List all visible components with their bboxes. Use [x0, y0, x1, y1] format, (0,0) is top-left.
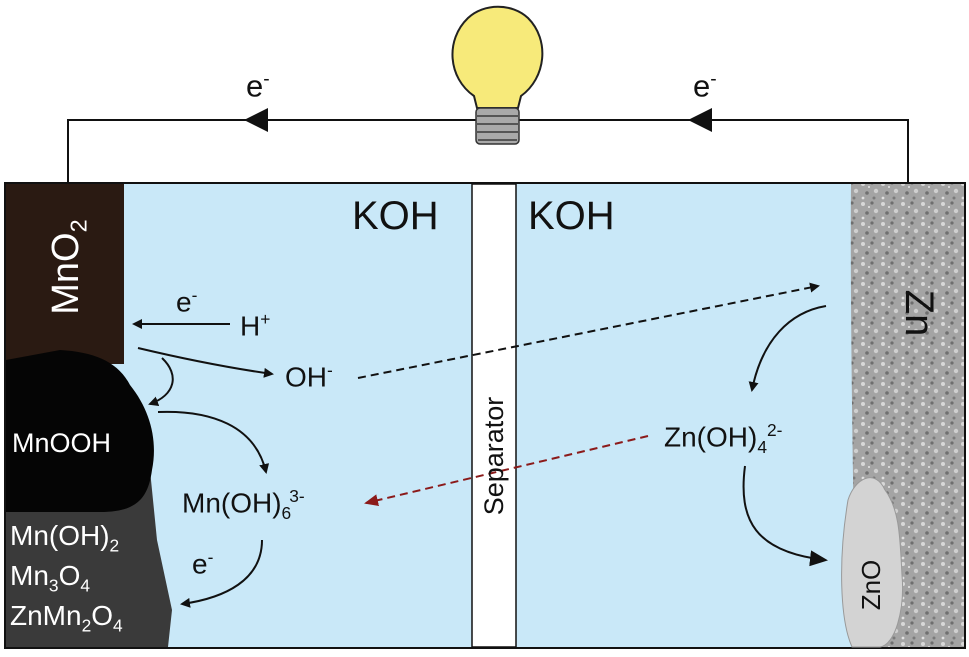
electron-label-left: e-	[246, 68, 270, 104]
arrow-oh-to-zn-dashed	[357, 282, 820, 379]
mnooh-region	[6, 350, 154, 512]
electron-label-reduction: e-	[192, 547, 214, 580]
anode-label: Zn	[897, 289, 941, 337]
arrow-zn-to-znoh4	[748, 305, 827, 392]
product-znmn2o4: ZnMn2O4	[10, 600, 123, 636]
proton-label: H+	[240, 309, 271, 342]
products-region	[6, 470, 172, 647]
mnoh6-label: Mn(OH)63-	[182, 486, 305, 523]
cathode-label: MnO2	[45, 219, 92, 315]
electrolyte-left-label: KOH	[352, 194, 439, 238]
znoh4-label: Zn(OH)42-	[664, 420, 783, 457]
separator-bar	[471, 183, 517, 648]
arrow-to-oh	[137, 347, 274, 378]
arrow-mnoh6-to-products	[180, 539, 263, 608]
arrow-to-mnooh	[148, 357, 174, 406]
product-mn3o4: Mn3O4	[10, 560, 90, 596]
wire-arrow-right	[688, 108, 712, 132]
product-mnoh2: Mn(OH)2	[10, 520, 120, 556]
cathode-mno2	[6, 184, 124, 364]
light-bulb-icon	[451, 5, 544, 145]
separator-label: Separator	[479, 396, 509, 516]
electron-label-right: e-	[693, 68, 717, 104]
zno-region	[841, 477, 904, 648]
hydroxide-label: OH-	[285, 360, 333, 393]
arrow-znoh4-to-mnoh6-dashed	[364, 435, 649, 507]
wire-arrow-left	[244, 108, 268, 132]
electrolyte-right-label: KOH	[528, 194, 615, 238]
arrow-mnooh-to-mnoh6	[157, 410, 270, 474]
electron-label-cathode: e-	[176, 285, 198, 318]
mnooh-label: MnOOH	[12, 428, 112, 458]
arrow-znoh4-to-zno	[742, 465, 828, 567]
zno-label: ZnO	[856, 559, 886, 611]
